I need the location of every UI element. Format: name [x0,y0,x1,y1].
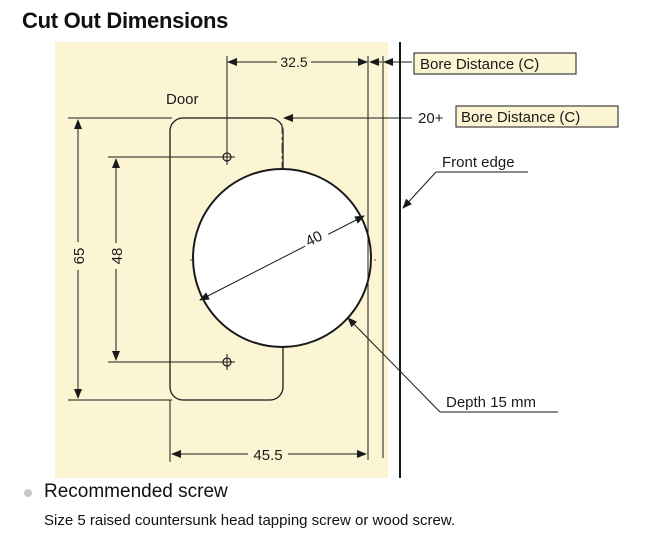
recommended-screw-description: Size 5 raised countersunk head tapping s… [44,512,456,529]
dim-40: 40 [303,228,326,251]
extension-lines [68,56,384,462]
bore-distance-prefix: 20+ [418,110,444,127]
depth-leader [347,317,441,413]
dim-45-5: 45.5 [253,447,282,464]
screw-hole-top [219,149,235,165]
front-edge-label: Front edge [442,154,515,171]
dim-48: 48 [109,248,126,265]
bore-distance-box-2 [455,105,619,128]
dim-line-diameter [199,215,365,301]
recommended-screw-heading: Recommended screw [44,481,228,502]
cut-out-diagram: 32.5 Bore Distance (C) 20+ Bore Distance… [55,42,619,478]
bore-distance-label-2: Bore Distance (C) [461,109,580,126]
bore-distance-label-1: Bore Distance (C) [420,56,539,73]
bore-distance-box-1 [413,52,577,75]
dim-65: 65 [71,248,88,265]
depth-label: Depth 15 mm [446,394,536,411]
dim-32-5: 32.5 [280,54,307,70]
bullet-dot [24,489,32,497]
page-title: Cut Out Dimensions [22,8,229,33]
screw-hole-bottom [219,354,235,370]
door-label: Door [166,91,199,108]
